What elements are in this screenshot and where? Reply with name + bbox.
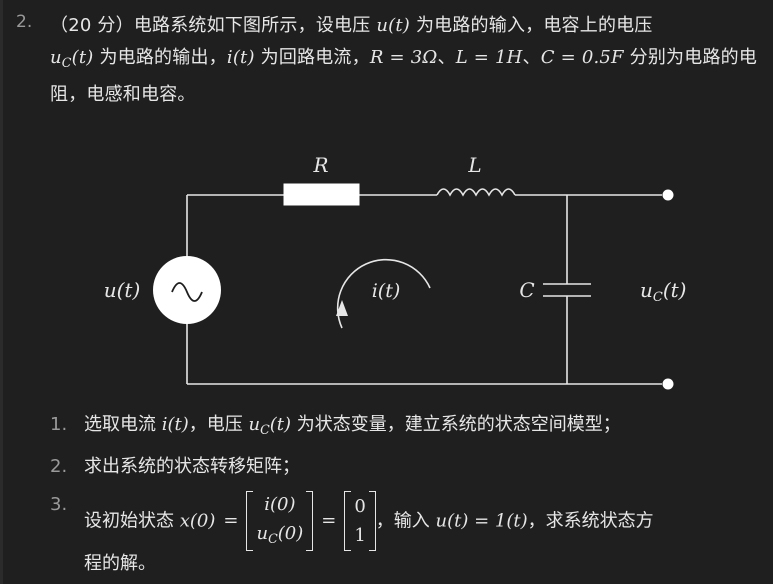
label-output-sub: C <box>653 290 663 305</box>
terminal-bottom <box>662 378 674 390</box>
terminal-top <box>662 189 674 201</box>
circuit-diagram: R L C u(t) i(t) uC(t) <box>104 153 687 390</box>
current-loop-arc <box>336 258 431 329</box>
inductor-coil <box>436 188 516 197</box>
math-input: u(t) = 1(t) <box>435 510 528 532</box>
math-i-t: i(t) <box>161 414 189 435</box>
bracket-left <box>246 491 254 552</box>
text-part: 选取电流 <box>84 414 162 435</box>
subquestion-number: 1. <box>50 414 68 435</box>
subquestion-3-continued: 程的解。 <box>84 553 156 574</box>
subquestion-number: 3. <box>50 494 68 515</box>
math-uc-u: u <box>256 523 269 544</box>
label-output-u: u <box>640 278 653 302</box>
matrix-entry-top: 0 <box>354 496 366 518</box>
separator: 、 <box>437 47 456 68</box>
text-part: ，求系统状态方 <box>527 510 654 532</box>
label-current: i(t) <box>372 280 401 302</box>
math-C: C = 0.5F <box>540 47 624 68</box>
state-vector-matrix: i(0) uC(0) <box>246 490 314 553</box>
bracket-right <box>368 491 376 552</box>
subquestion-1: 1. 选取电流 i(t)，电压 uC(t) 为状态变量，建立系统的状态空间模型； <box>50 410 621 437</box>
math-uc-t: (t) <box>71 47 94 68</box>
sine-wave-icon <box>171 282 203 302</box>
math-R: R = 3Ω <box>369 47 438 68</box>
math-uc-t: (0) <box>277 523 304 544</box>
label-L: L <box>467 153 481 177</box>
label-R: R <box>312 153 328 177</box>
question-text: （20 分）电路系统如下图所示，设电压 u(t) 为电路的输入，电容上的电压 u… <box>50 10 762 111</box>
matrix-entry-top: i(0) <box>264 494 296 515</box>
math-uc-sub: C <box>260 421 270 437</box>
equals-sign: = <box>223 510 239 532</box>
text-part: ，输入 <box>375 510 436 532</box>
text-part: 设初始状态 <box>84 510 180 532</box>
separator: 、 <box>522 47 541 68</box>
math-uc-sub: C <box>268 530 278 546</box>
math-uc-sub: C <box>61 54 72 70</box>
text-part: 分别为电路的电阻，电感和电容。 <box>50 47 758 105</box>
left-gutter <box>0 0 3 584</box>
equals-sign: = <box>321 510 337 532</box>
matrix-entry-bottom: uC(0) <box>256 519 303 553</box>
subquestion-number: 2. <box>50 456 68 477</box>
math-u-t: u(t) <box>376 15 411 36</box>
label-source: u(t) <box>104 278 141 302</box>
text-part: 为电路的输出， <box>93 47 227 68</box>
math-L: L = 1H <box>455 47 523 68</box>
current-arrowhead-icon <box>336 300 348 316</box>
math-x0: x(0) <box>179 510 216 532</box>
label-C: C <box>519 278 534 302</box>
matrix-entry-bottom: 1 <box>354 525 366 547</box>
text-part: 为状态变量，建立系统的状态空间模型； <box>291 414 621 435</box>
text-part: 为电路的输入，电容上的电压 <box>410 15 653 36</box>
question-number: 2. <box>16 12 33 32</box>
resistor <box>283 183 360 206</box>
text-part: 求出系统的状态转移矩阵； <box>84 456 300 477</box>
text-part: 为回路电流， <box>254 47 370 68</box>
label-output-t: (t) <box>663 278 687 302</box>
bracket-left <box>344 491 352 552</box>
math-uc-u: u <box>50 47 62 68</box>
matrix-column: i(0) uC(0) <box>253 490 306 553</box>
math-uc-u: u <box>248 414 261 435</box>
label-output: uC(t) <box>640 278 687 305</box>
text-part: （20 分）电路系统如下图所示，设电压 <box>50 15 377 36</box>
math-i-t: i(t) <box>226 47 255 68</box>
math-uc-t: (t) <box>269 414 292 435</box>
subquestion-2: 2. 求出系统的状态转移矩阵； <box>50 452 300 478</box>
bracket-right <box>306 491 314 552</box>
text-part: ，电压 <box>188 414 249 435</box>
